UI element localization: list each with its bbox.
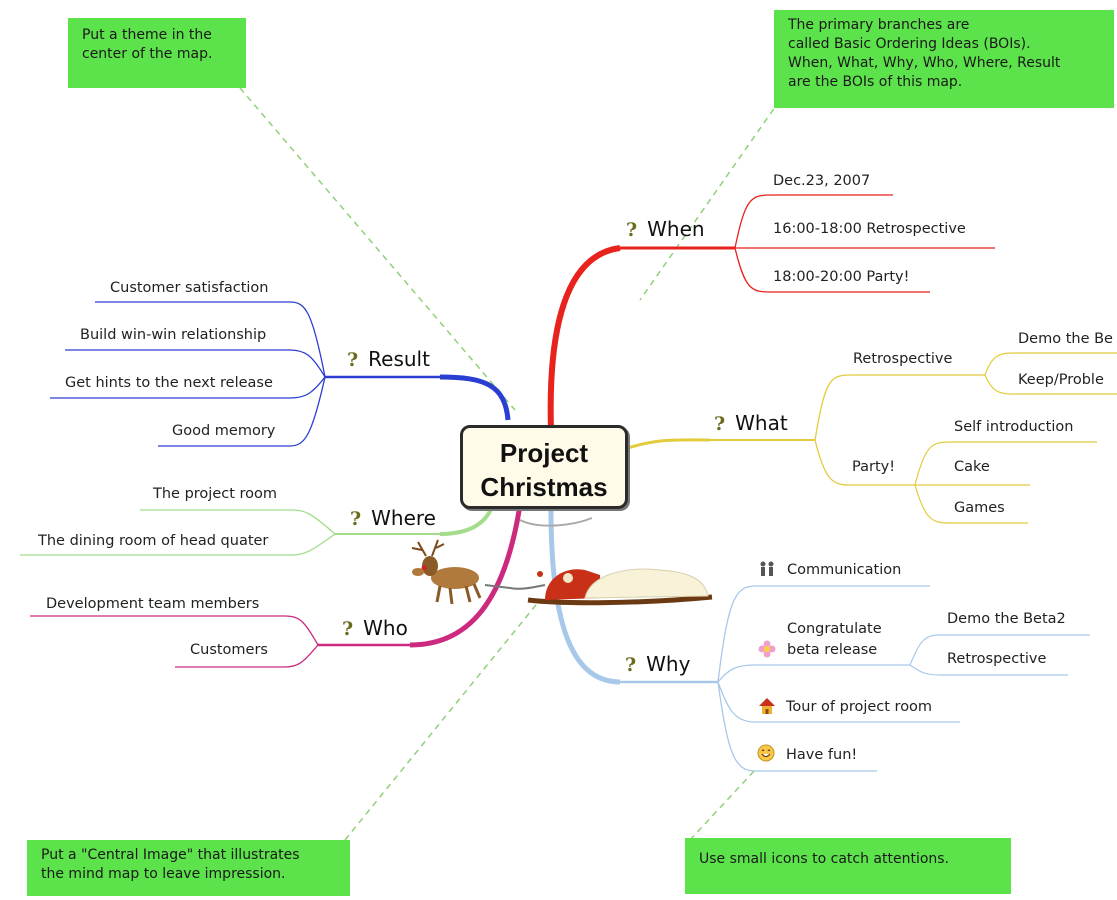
note-boi: The primary branches are called Basic Or… [774, 10, 1114, 108]
why-congratulate-line-1: Congratulate [787, 621, 882, 637]
boi-where[interactable]: ? Where [350, 506, 436, 531]
note-icons: Use small icons to catch attentions. [685, 838, 1011, 894]
what-item-party[interactable]: Party! [852, 459, 896, 475]
where-item-dining-room[interactable]: The dining room of head quater [38, 533, 269, 549]
branch-result-lines [50, 301, 511, 447]
result-item-hints[interactable]: Get hints to the next release [65, 375, 273, 391]
boi-result[interactable]: ? Result [347, 347, 430, 372]
note-central-image-line-1: Put a "Central Image" that illustrates [41, 847, 300, 863]
branch-what-lines [627, 352, 1117, 524]
note-icons-line-1: Use small icons to catch attentions. [699, 851, 950, 867]
note-boi-line-1: The primary branches are [788, 17, 970, 33]
boi-why-label: Why [646, 652, 691, 676]
branch-why-lines [548, 499, 1090, 772]
boi-who[interactable]: ? Who [342, 616, 408, 641]
what-retro-demo[interactable]: Demo the Be [1018, 331, 1113, 347]
boi-when[interactable]: ? When [626, 217, 705, 242]
connector-theme [239, 87, 516, 411]
question-mark-icon: ? [626, 219, 638, 241]
connector-boi [639, 99, 781, 301]
why-congratulate-retrospective[interactable]: Retrospective [947, 651, 1047, 667]
where-item-project-room[interactable]: The project room [153, 486, 278, 502]
note-boi-line-4: are the BOIs of this map. [788, 74, 963, 90]
note-central-image-line-2: the mind map to leave impression. [41, 866, 286, 882]
why-congratulate-line-2: beta release [787, 642, 878, 658]
central-topic-line-1: Project [499, 438, 589, 468]
house-icon [759, 698, 775, 714]
flower-icon [758, 640, 776, 658]
note-theme-line-2: center of the map. [82, 46, 213, 62]
branch-when-lines [547, 194, 995, 431]
what-party-cake[interactable]: Cake [954, 459, 990, 475]
what-item-retrospective[interactable]: Retrospective [853, 351, 953, 367]
branch-who-lines [30, 504, 523, 668]
when-item-party[interactable]: 18:00-20:00 Party! [773, 269, 910, 285]
boi-where-label: Where [371, 506, 436, 530]
smiley-icon [757, 744, 775, 762]
question-mark-icon: ? [714, 413, 726, 435]
connector-icons [689, 769, 756, 841]
when-item-date[interactable]: Dec.23, 2007 [773, 173, 871, 189]
who-item-dev-team[interactable]: Development team members [46, 596, 260, 612]
central-topic[interactable]: Project Christmas [460, 425, 628, 509]
note-central-image: Put a "Central Image" that illustrates t… [27, 840, 350, 896]
note-boi-line-2: called Basic Ordering Ideas (BOIs). [788, 36, 1031, 52]
question-mark-icon: ? [625, 654, 637, 676]
dashed-connectors [239, 87, 781, 841]
why-item-tour[interactable]: Tour of project room [786, 699, 933, 715]
result-item-satisfaction[interactable]: Customer satisfaction [110, 280, 269, 296]
what-party-games[interactable]: Games [954, 500, 1005, 516]
why-item-fun[interactable]: Have fun! [786, 747, 858, 763]
question-mark-icon: ? [347, 349, 359, 371]
note-boi-line-3: When, What, Why, Who, Where, Result [788, 55, 1061, 71]
central-topic-line-2: Christmas [480, 472, 608, 502]
question-mark-icon: ? [342, 618, 354, 640]
boi-result-label: Result [368, 347, 430, 371]
result-item-memory[interactable]: Good memory [172, 423, 276, 439]
central-image-light-lines [519, 517, 593, 527]
who-item-customers[interactable]: Customers [190, 642, 268, 658]
central-image-reindeer [411, 539, 482, 605]
result-item-win-win[interactable]: Build win-win relationship [80, 327, 267, 343]
connector-central-image [344, 599, 541, 841]
why-item-congratulate[interactable]: Congratulate beta release [787, 620, 882, 659]
boi-what-label: What [735, 411, 788, 435]
boi-when-label: When [647, 217, 705, 241]
note-theme: Put a theme in the center of the map. [68, 18, 246, 88]
boi-who-label: Who [363, 616, 408, 640]
what-retro-keep-problem[interactable]: Keep/Proble [1018, 372, 1104, 388]
question-mark-icon: ? [350, 508, 362, 530]
central-image-sleigh [484, 568, 713, 606]
when-item-retrospective[interactable]: 16:00-18:00 Retrospective [773, 221, 966, 237]
people-icon [760, 561, 774, 576]
what-party-self-intro[interactable]: Self introduction [954, 419, 1074, 435]
note-theme-line-1: Put a theme in the [82, 27, 212, 43]
boi-what[interactable]: ? What [714, 411, 788, 436]
why-congratulate-demo[interactable]: Demo the Beta2 [947, 611, 1066, 627]
why-item-communication[interactable]: Communication [787, 562, 902, 578]
boi-why[interactable]: ? Why [625, 652, 690, 677]
